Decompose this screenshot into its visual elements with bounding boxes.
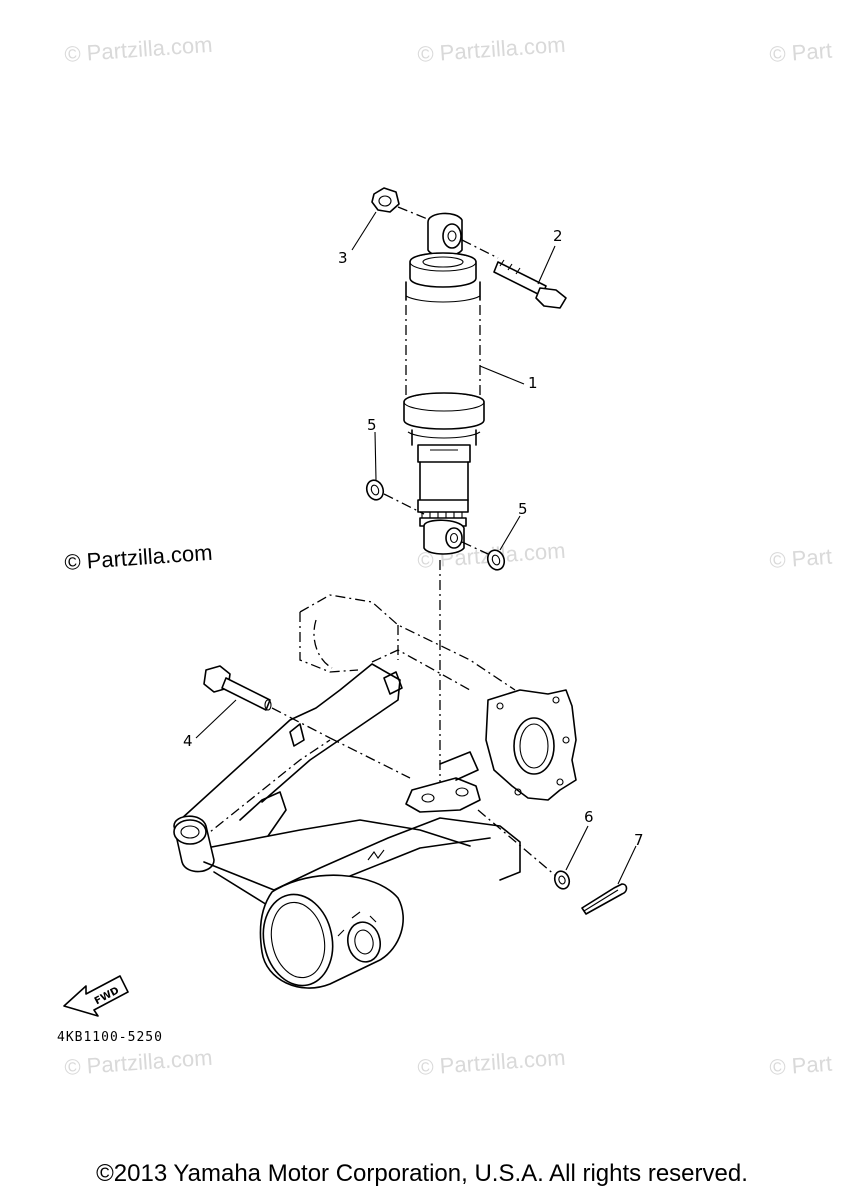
callout-7: 7 [634, 831, 644, 849]
part-5-washer-upper [365, 479, 385, 501]
callout-5-upper: 5 [367, 416, 377, 434]
copyright-notice: ©2013 Yamaha Motor Corporation, U.S.A. A… [96, 1160, 748, 1187]
callout-labels: 3 2 1 5 5 4 6 7 [183, 227, 644, 849]
callout-5-lower: 5 [518, 500, 528, 518]
swingarm [173, 594, 577, 989]
watermark: © Partzilla.com [417, 1045, 567, 1080]
watermark: © Partzilla.com [64, 32, 214, 67]
diagram-code: 4KB1100-5250 [57, 1030, 163, 1045]
part-7-cotter-pin [581, 883, 628, 915]
watermark: © Partzilla.com [64, 1045, 214, 1080]
callout-2: 2 [553, 227, 563, 245]
watermark: © Part [769, 38, 833, 67]
callout-3: 3 [338, 249, 348, 267]
watermark: © Part [769, 1051, 833, 1080]
callout-leaders [195, 211, 637, 885]
watermark-strong: © Partzilla.com [64, 540, 214, 575]
watermark: © Partzilla.com [417, 32, 567, 67]
part-5-washer-lower [486, 549, 506, 571]
watermark-layer: © Partzilla.com © Partzilla.com © Part ©… [64, 32, 833, 1080]
callout-4: 4 [183, 732, 193, 750]
assembly-line [397, 206, 431, 221]
part-3-nut [371, 187, 400, 213]
assembly-line [383, 493, 425, 515]
part-4-bolt [203, 665, 411, 779]
assembly-line [461, 541, 489, 555]
part-1-rear-shock-absorber [403, 212, 485, 555]
fwd-arrow-icon: FWD [63, 975, 129, 1017]
part-2-bolt [461, 239, 567, 309]
callout-6: 6 [584, 808, 594, 826]
part-6-washer [477, 809, 571, 890]
watermark: © Part [769, 544, 833, 573]
callout-1: 1 [528, 374, 538, 392]
